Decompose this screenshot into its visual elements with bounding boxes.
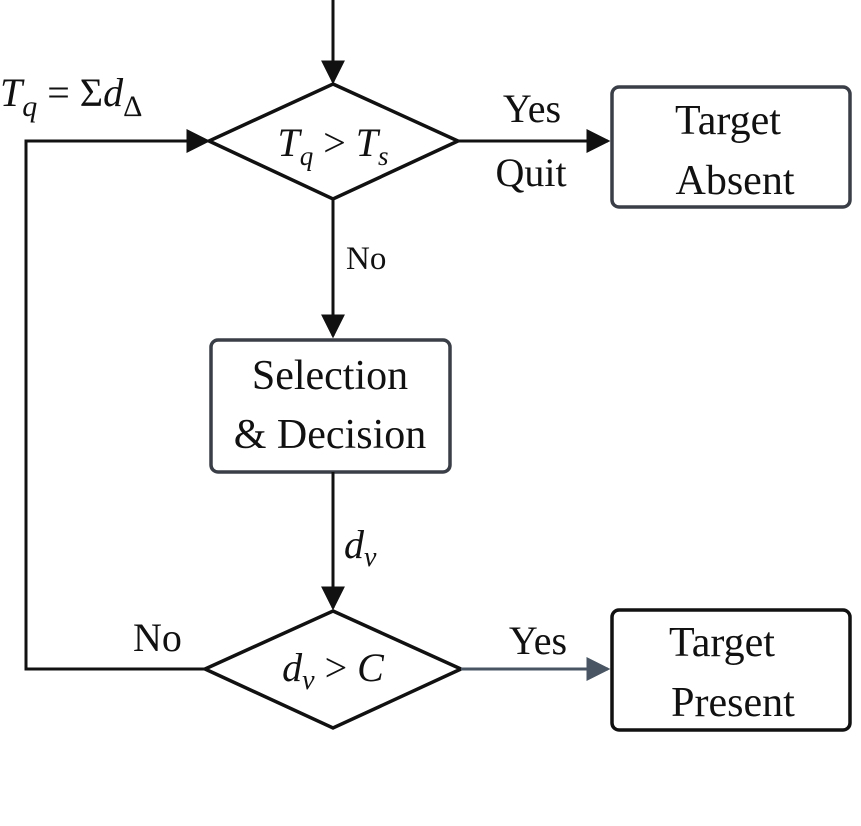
formula-right: d (103, 70, 124, 115)
formula-left-sub: q (22, 90, 37, 123)
dv-var: d (344, 522, 365, 567)
decision-detect-b: C (357, 645, 385, 690)
quit-no-label: No (346, 241, 386, 277)
target-present-box (610, 608, 852, 732)
selection-decision-line2: & Decision (234, 412, 426, 458)
selection-decision-box (209, 338, 452, 474)
decision-quit-a-sub: q (300, 141, 314, 171)
dv-label: dv (344, 522, 377, 573)
target-absent-line2: Absent (676, 158, 795, 204)
target-present-line1: Target (669, 620, 775, 666)
detect-yes-label: Yes (509, 618, 567, 663)
detect-no-label: No (133, 615, 182, 660)
target-absent-box (610, 85, 852, 209)
quit-label: Quit (495, 150, 566, 195)
decision-quit-text: Tq > Ts (277, 120, 388, 171)
decision-quit-a: T (277, 120, 302, 165)
decision-detect-diamond (200, 609, 466, 730)
accumulate-formula: Tq = ΣdΔ (0, 70, 142, 123)
target-absent-line1: Target (675, 98, 781, 144)
decision-detect-a-sub: v (302, 665, 315, 696)
formula-eq: = Σ (37, 70, 103, 115)
dv-sub: v (364, 542, 377, 573)
quit-yes-label: Yes (503, 86, 561, 131)
decision-quit-b: T (356, 120, 381, 165)
target-present-line2: Present (671, 680, 795, 726)
formula-left: T (0, 70, 25, 115)
decision-detect-op: > (315, 645, 358, 690)
decision-detect-a: d (282, 645, 303, 690)
formula-right-sub: Δ (123, 90, 142, 123)
selection-decision-line1: Selection (252, 353, 408, 399)
decision-detect-text: dv > C (282, 645, 385, 696)
feedback-loop-arrow (24, 129, 211, 671)
decision-quit-op: > (313, 120, 356, 165)
decision-quit-b-sub: s (378, 141, 389, 171)
